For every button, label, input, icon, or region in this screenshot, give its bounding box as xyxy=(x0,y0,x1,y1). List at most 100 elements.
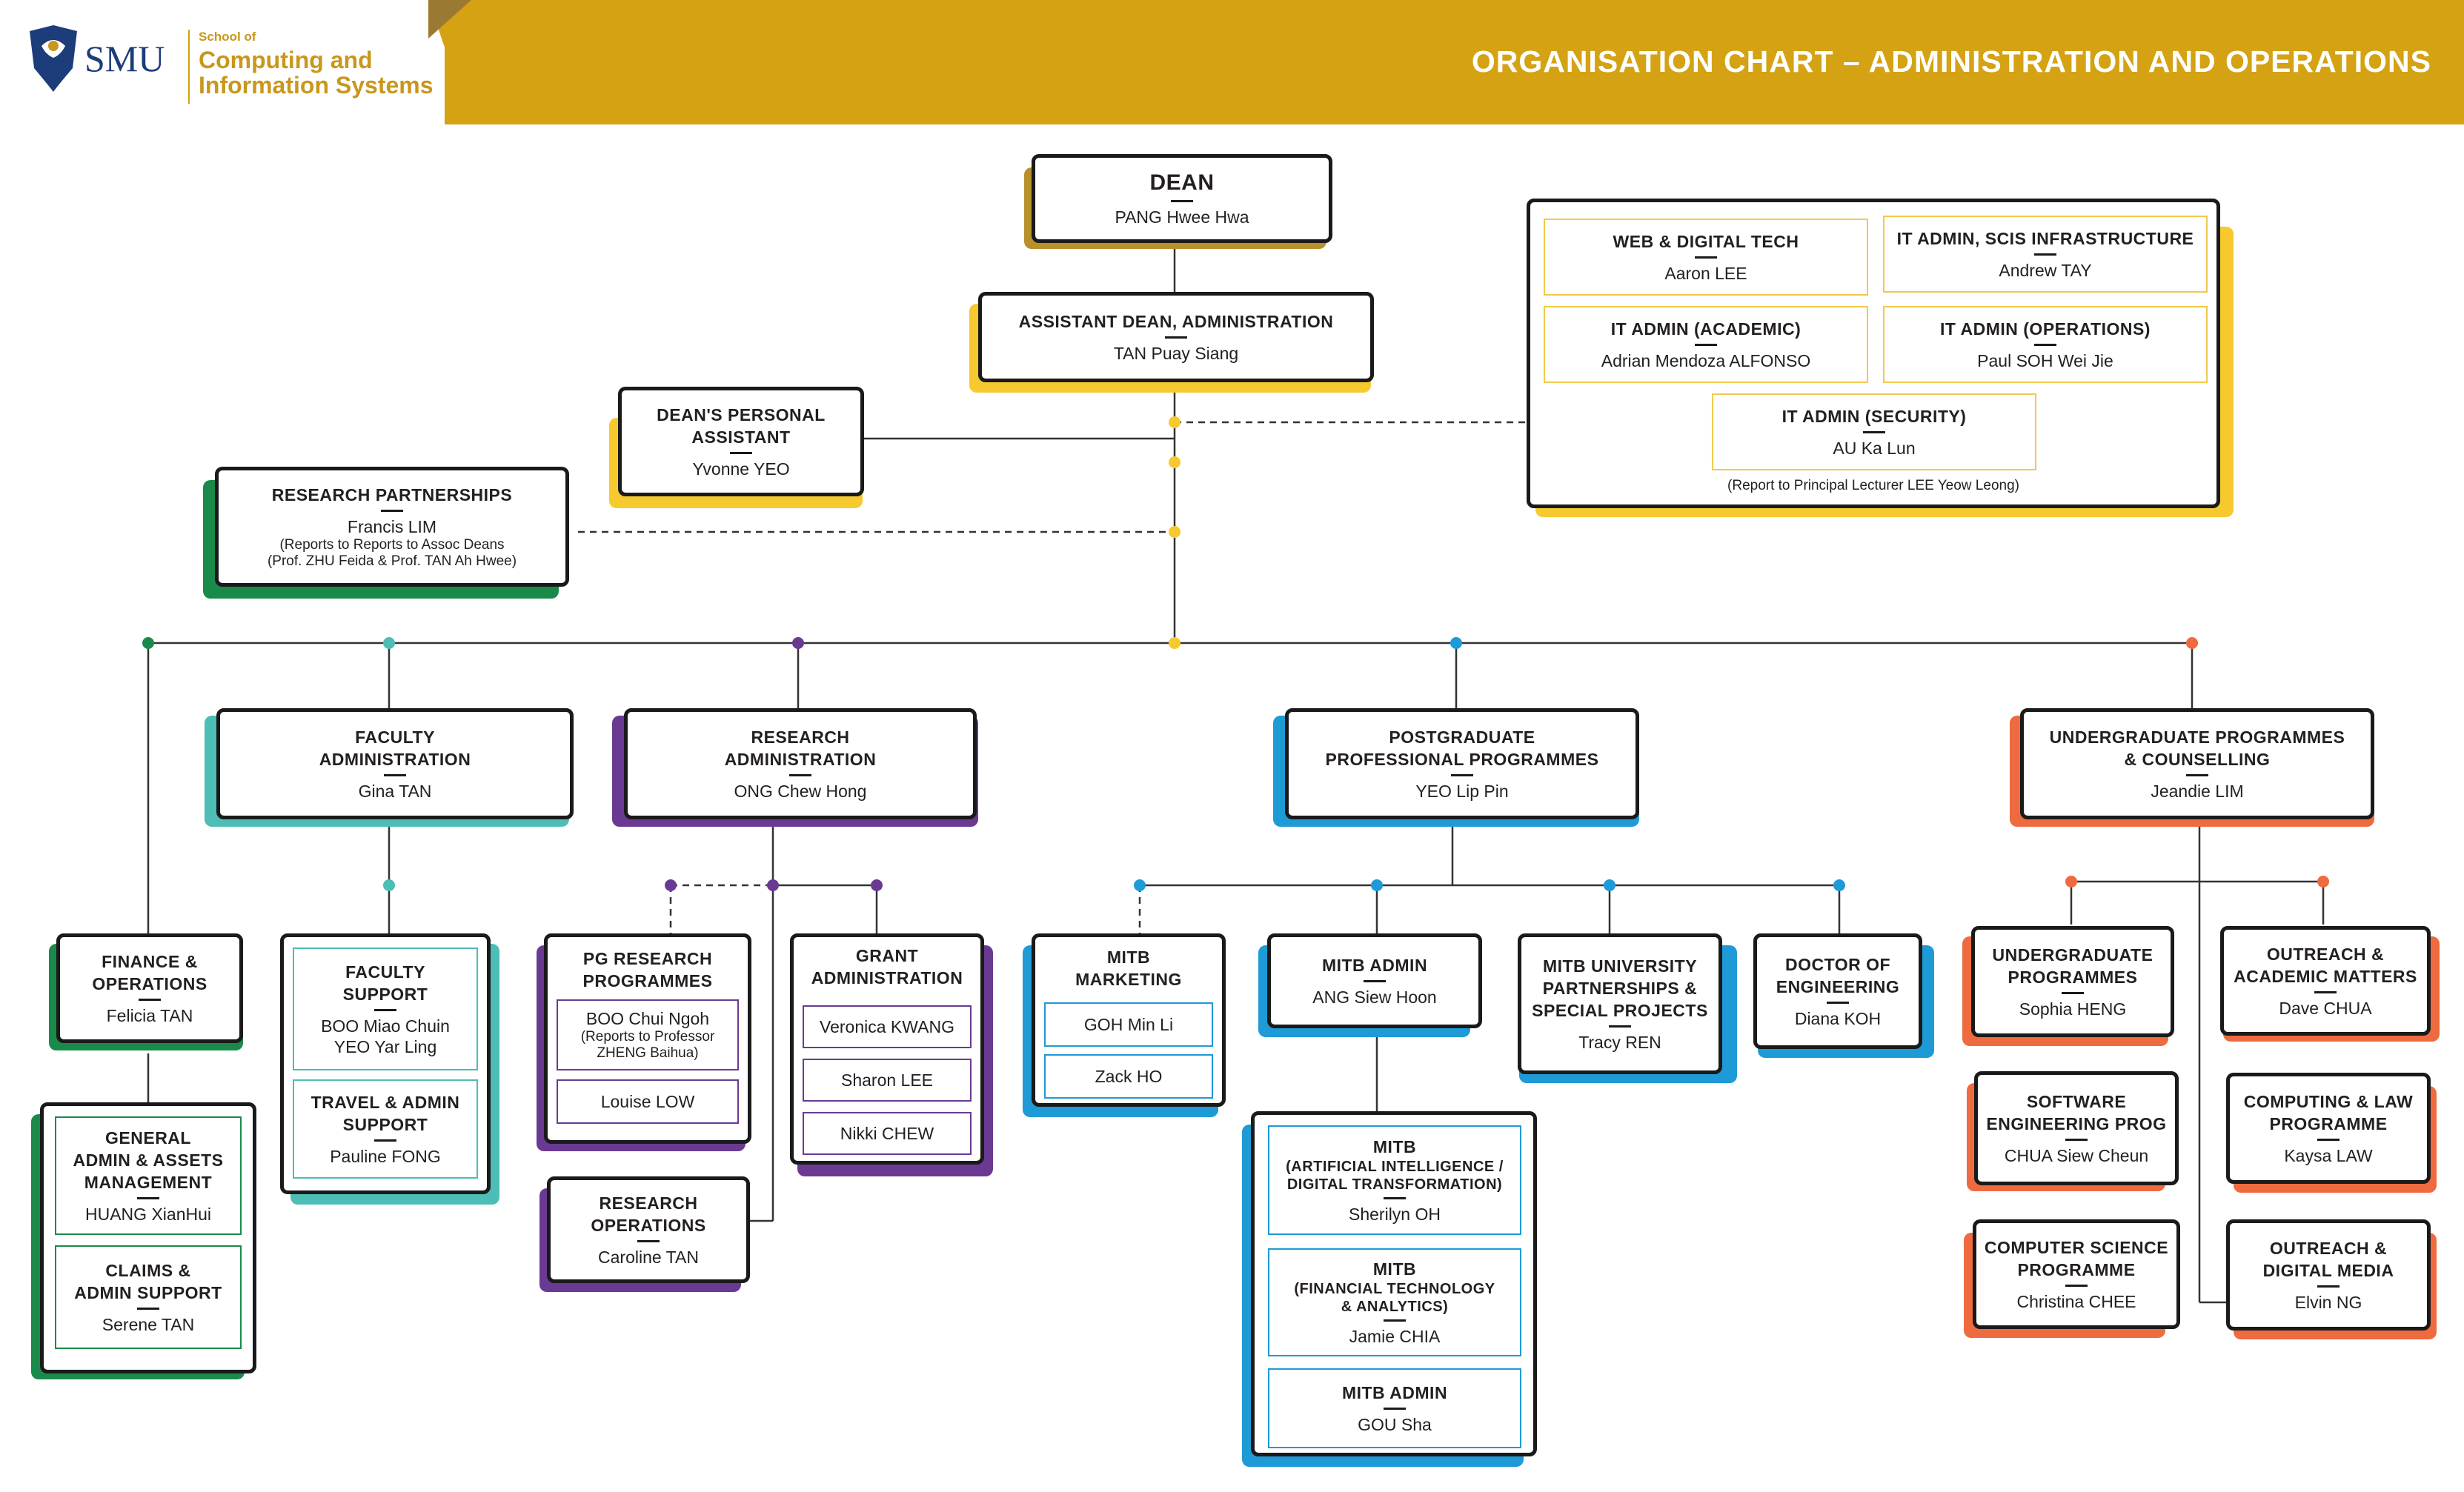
research-partnerships-note-1: (Reports to Reports to Assoc Deans xyxy=(279,537,505,553)
connector-dot xyxy=(2317,876,2329,887)
logo-smu-text: SMU xyxy=(84,38,165,79)
connector-dot xyxy=(1169,416,1180,428)
faculty-name: Gina TAN xyxy=(358,782,432,801)
unit-name: GOU Sha xyxy=(1358,1415,1432,1434)
finance-title-2: OPERATIONS xyxy=(92,974,207,993)
mitb-unit-fintech: MITB (FINANCIAL TECHNOLOGY & ANALYTICS) … xyxy=(1268,1248,1521,1356)
member-name: Zack HO xyxy=(1095,1067,1163,1086)
connector-dot xyxy=(1450,637,1462,649)
grant-member: Sharon LEE xyxy=(803,1059,972,1102)
connector-dot xyxy=(871,879,883,891)
it-unit-security: IT ADMIN (SECURITY) AU Ka Lun xyxy=(1712,393,2036,470)
mitb-units-panel: MITB (ARTIFICIAL INTELLIGENCE / DIGITAL … xyxy=(1251,1111,1537,1456)
unit-title-2: ADMIN SUPPORT xyxy=(74,1283,222,1302)
personal-assistant-title-1: DEAN'S PERSONAL xyxy=(657,405,826,424)
finance-head-box: FINANCE & OPERATIONS Felicia TAN xyxy=(56,933,243,1043)
divider xyxy=(1384,1408,1406,1410)
unit-title-2: PROGRAMME xyxy=(2269,1114,2388,1133)
unit-title-3: DIGITAL TRANSFORMATION) xyxy=(1286,1176,1503,1193)
unit-title-2: (ARTIFICIAL INTELLIGENCE / xyxy=(1286,1159,1504,1175)
research-ops-name: Caroline TAN xyxy=(598,1248,699,1267)
divider xyxy=(2065,1285,2088,1287)
connector-dot xyxy=(383,637,395,649)
unit-title-1: COMPUTING & LAW xyxy=(2243,1092,2414,1111)
divider xyxy=(2317,1285,2340,1288)
divider xyxy=(2065,1139,2088,1141)
logo-name-text: Computing and Information Systems xyxy=(199,47,434,98)
research-name: ONG Chew Hong xyxy=(734,782,867,801)
ug-computer-science-box: COMPUTER SCIENCE PROGRAMME Christina CHE… xyxy=(1973,1219,2180,1329)
member-note-1: (Reports to Professor xyxy=(580,1029,715,1045)
connector-dot xyxy=(2065,876,2077,887)
member-name: GOH Min Li xyxy=(1083,1015,1174,1034)
pg-research-panel: PG RESEARCH PROGRAMMES BOO Chui Ngoh (Re… xyxy=(544,933,751,1144)
it-unit-academic: IT ADMIN (ACADEMIC) Adrian Mendoza ALFON… xyxy=(1544,306,1868,383)
mitb-university-name: Tracy REN xyxy=(1578,1033,1661,1052)
research-title-1: RESEARCH xyxy=(751,727,850,747)
research-ops-title-2: OPERATIONS xyxy=(591,1216,706,1235)
research-partnerships-box: RESEARCH PARTNERSHIPS Francis LIM (Repor… xyxy=(215,467,569,587)
finance-title-1: FINANCE & xyxy=(102,952,198,971)
research-partnerships-note-2: (Prof. ZHU Feida & Prof. TAN Ah Hwee) xyxy=(267,553,517,569)
postgrad-title-1: POSTGRADUATE xyxy=(1389,727,1535,747)
doctor-title-1: DOCTOR OF xyxy=(1784,955,1891,974)
member-name: BOO Chui Ngoh xyxy=(585,1009,710,1028)
mitb-marketing-member: Zack HO xyxy=(1044,1054,1213,1099)
finance-name: Felicia TAN xyxy=(106,1006,193,1025)
dean-box: DEAN PANG Hwee Hwa xyxy=(1032,154,1332,243)
pg-research-title-2: PROGRAMMES xyxy=(582,971,713,990)
faculty-title-2: ADMINISTRATION xyxy=(319,750,471,769)
connector-dot xyxy=(1371,879,1383,891)
divider xyxy=(2062,992,2084,994)
mitb-university-box: MITB UNIVERSITY PARTNERSHIPS & SPECIAL P… xyxy=(1518,933,1722,1074)
connector-dot xyxy=(1169,456,1180,468)
unit-title-2: ACADEMIC MATTERS xyxy=(2234,967,2417,986)
unit-name: CHUA Siew Cheun xyxy=(2004,1146,2149,1165)
header-banner: SMU School of Computing and Information … xyxy=(0,0,2464,124)
logo-school-text: School of xyxy=(199,30,256,44)
connector-dot xyxy=(665,879,677,891)
ug-undergraduate-programmes-box: UNDERGRADUATE PROGRAMMES Sophia HENG xyxy=(1971,926,2174,1037)
divider xyxy=(374,1009,396,1011)
unit-title-1: SOFTWARE xyxy=(2026,1092,2127,1111)
divider xyxy=(2314,991,2337,993)
it-unit-name: Paul SOH Wei Jie xyxy=(1977,351,2113,370)
finance-unit-claims: CLAIMS & ADMIN SUPPORT Serene TAN xyxy=(55,1245,242,1349)
it-unit-title: WEB & DIGITAL TECH xyxy=(1613,232,1799,251)
unit-name: HUANG XianHui xyxy=(85,1205,211,1224)
connector-dot xyxy=(1604,879,1615,891)
connector-dot xyxy=(383,879,395,891)
it-unit-name: Aaron LEE xyxy=(1664,264,1747,283)
undergrad-head-box: UNDERGRADUATE PROGRAMMES & COUNSELLING J… xyxy=(2020,708,2374,819)
assistant-dean-name: TAN Puay Siang xyxy=(1113,344,1239,363)
connector-dot xyxy=(2186,637,2198,649)
research-partnerships-title: RESEARCH PARTNERSHIPS xyxy=(271,485,513,504)
unit-name: Christina CHEE xyxy=(2016,1292,2136,1311)
doctor-box: DOCTOR OF ENGINEERING Diana KOH xyxy=(1753,933,1922,1049)
unit-title-1: COMPUTER SCIENCE xyxy=(1984,1238,2169,1257)
undergrad-title-2: & COUNSELLING xyxy=(2124,750,2271,769)
divider xyxy=(1451,774,1473,776)
pg-research-title-1: PG RESEARCH xyxy=(582,949,713,968)
faculty-unit-support: FACULTY SUPPORT BOO Miao Chuin YEO Yar L… xyxy=(293,948,478,1070)
unit-title-2: SUPPORT xyxy=(342,1115,428,1134)
divider xyxy=(384,774,406,776)
personal-assistant-title-2: ASSISTANT xyxy=(691,427,791,447)
connector-dot xyxy=(1169,526,1180,538)
doctor-title-2: ENGINEERING xyxy=(1776,977,1900,996)
divider xyxy=(1827,1002,1849,1004)
grant-title-2: ADMINISTRATION xyxy=(811,968,963,988)
postgrad-name: YEO Lip Pin xyxy=(1415,782,1509,801)
finance-unit-general-admin: GENERAL ADMIN & ASSETS MANAGEMENT HUANG … xyxy=(55,1116,242,1235)
unit-title-2: PROGRAMME xyxy=(2017,1260,2136,1279)
logo-divider xyxy=(188,30,190,104)
unit-title-3: MANAGEMENT xyxy=(84,1173,213,1192)
unit-name-2: YEO Yar Ling xyxy=(333,1037,437,1056)
unit-title-1: GENERAL xyxy=(105,1128,191,1148)
personal-assistant-name: Yvonne YEO xyxy=(692,459,790,479)
unit-title-1: OUTREACH & xyxy=(2269,1239,2388,1258)
it-unit-name: Adrian Mendoza ALFONSO xyxy=(1601,351,1811,370)
member-name: Louise LOW xyxy=(600,1092,695,1111)
grant-member: Veronica KWANG xyxy=(803,1005,972,1048)
unit-title-1: MITB xyxy=(1372,1137,1417,1156)
